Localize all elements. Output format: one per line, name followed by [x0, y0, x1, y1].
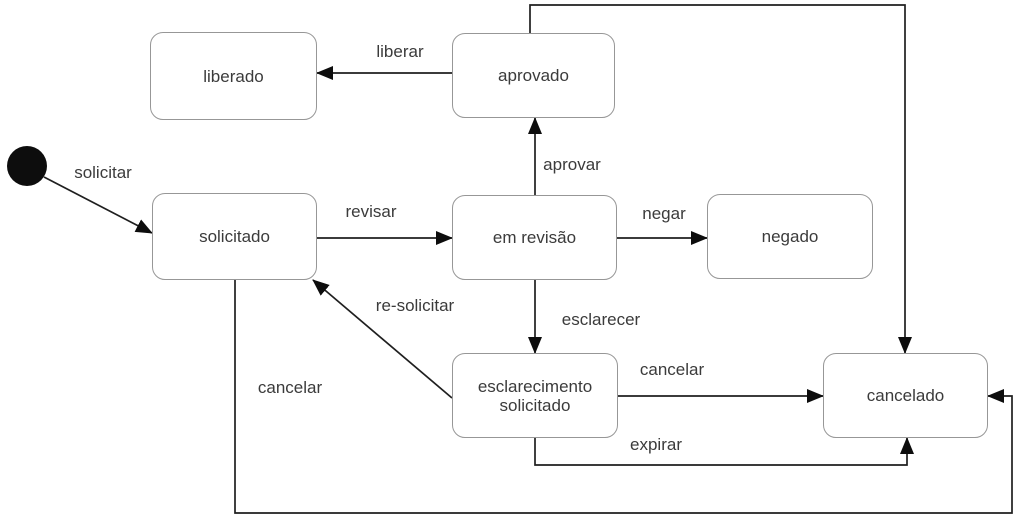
state-liberado: liberado — [150, 32, 317, 120]
transition-label-cancelar-esclarecimento: cancelar — [639, 360, 705, 379]
state-label: cancelado — [866, 386, 945, 405]
transition-line-aprovado-cancelado — [529, 4, 912, 354]
state-em-revisao: em revisão — [452, 195, 617, 280]
initial-state-dot — [7, 146, 47, 186]
transition-label-cancelar-solicitado: cancelar — [257, 378, 323, 397]
transition-label-aprovar: aprovar — [543, 155, 601, 174]
transition-label-negar: negar — [642, 204, 686, 223]
state-label: esclarecimento solicitado — [477, 376, 593, 415]
state-cancelado: cancelado — [823, 353, 988, 438]
state-label: liberado — [203, 66, 264, 86]
state-label: em revisão — [492, 228, 577, 247]
state-aprovado: aprovado — [452, 33, 615, 118]
transition-label-esclarecer: esclarecer — [561, 310, 641, 329]
transition-label-liberar: liberar — [376, 42, 424, 61]
transition-line-re-solicitar — [312, 279, 453, 399]
transition-line-expirar — [534, 437, 914, 466]
state-label: solicitado — [199, 227, 270, 246]
state-solicitado: solicitado — [152, 193, 317, 280]
transition-line-cancelar-solicitado — [234, 280, 1013, 514]
state-esclarecimento-solicitado: esclarecimento solicitado — [452, 353, 618, 438]
state-negado: negado — [707, 194, 873, 279]
transition-label-solicitar: solicitar — [74, 163, 132, 182]
state-label: negado — [761, 227, 819, 246]
state-label: aprovado — [498, 66, 569, 85]
transition-label-re-solicitar: re-solicitar — [375, 296, 455, 315]
transition-label-revisar: revisar — [345, 202, 397, 221]
transition-line-solicitar — [43, 176, 153, 234]
transition-label-expirar: expirar — [630, 435, 682, 454]
